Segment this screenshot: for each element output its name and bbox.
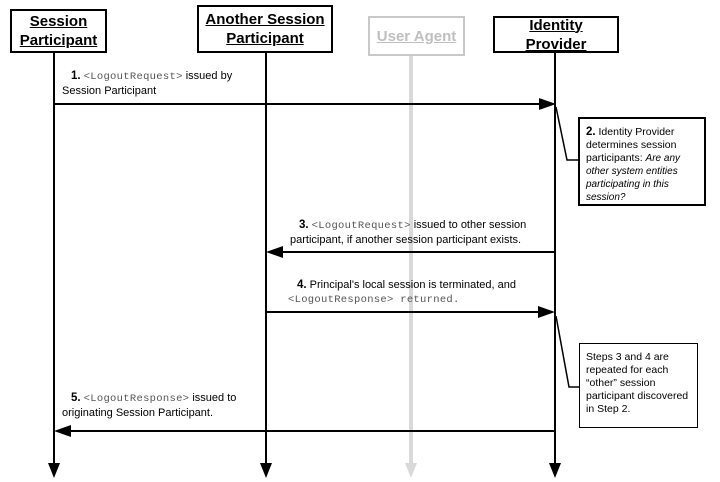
logout-response-tag: <LogoutResponse> returned.: [288, 293, 460, 306]
lifeline-arrow-another-session-participant: [260, 463, 272, 478]
step-5-number: 5.: [71, 392, 81, 404]
actor-another-session-participant: Another Session Participant: [197, 5, 333, 53]
actor-session-participant: Session Participant: [10, 9, 107, 53]
actor-label: Session Participant: [19, 13, 98, 49]
logout-request-tag: <LogoutRequest>: [83, 71, 183, 83]
message-1-arrowhead: [539, 98, 556, 110]
lifeline-another-session-participant: [265, 53, 267, 464]
step-3-number: 3.: [299, 219, 309, 231]
message-3-arrowhead: [266, 246, 283, 258]
message-1-label: 1. <LogoutRequest> issued by Session Par…: [62, 70, 262, 98]
lifeline-arrow-identity-provider: [549, 463, 561, 478]
message-3-arrow: [280, 251, 555, 253]
message-5-arrowhead: [54, 425, 71, 437]
annotation-step-2-question: Are any other system entities participat…: [586, 153, 681, 203]
step-2-number: 2.: [586, 126, 596, 138]
message-3-text: issued to other session participant, if …: [290, 219, 527, 246]
message-4-text: Principal's local session is terminated,…: [309, 279, 516, 291]
logout-response-tag: <LogoutResponse>: [83, 393, 190, 405]
annotation-repeat-note: Steps 3 and 4 are repeated for each “oth…: [579, 343, 698, 428]
lifeline-identity-provider: [554, 53, 556, 464]
actor-label: Another Session Participant: [205, 11, 325, 47]
actor-label: User Agent: [376, 27, 457, 45]
message-3-label: 3. <LogoutRequest> issued to other sessi…: [290, 219, 530, 247]
lifeline-user-agent: [409, 56, 413, 464]
lifeline-arrow-user-agent: [405, 463, 417, 478]
message-5-arrow: [69, 430, 555, 432]
message-1-text: issued by Session Participant: [62, 70, 233, 97]
message-1-arrow: [54, 103, 540, 105]
actor-identity-provider: Identity Provider: [493, 16, 619, 53]
actor-label: Identity Provider: [525, 16, 587, 53]
message-4-label: 4. Principal's local session is terminat…: [288, 279, 532, 307]
message-4-arrowhead: [538, 306, 555, 318]
message-5-label: 5. <LogoutResponse> issued to originatin…: [62, 392, 247, 420]
logout-request-tag: <LogoutRequest>: [311, 220, 411, 232]
annotation-step-2-text: Identity Provider determines session par…: [586, 126, 677, 164]
message-4-arrow: [266, 311, 539, 313]
repeat-note-text: Steps 3 and 4 are repeated for each “oth…: [586, 351, 689, 415]
actor-user-agent: User Agent: [368, 16, 465, 56]
lifeline-session-participant: [53, 53, 55, 464]
annotation-step-2: 2. Identity Provider determines session …: [578, 117, 706, 206]
message-5-text: issued to originating Session Participan…: [62, 392, 237, 419]
lifeline-arrow-session-participant: [48, 463, 60, 478]
step-1-number: 1.: [71, 70, 81, 82]
step-4-number: 4.: [297, 279, 307, 291]
